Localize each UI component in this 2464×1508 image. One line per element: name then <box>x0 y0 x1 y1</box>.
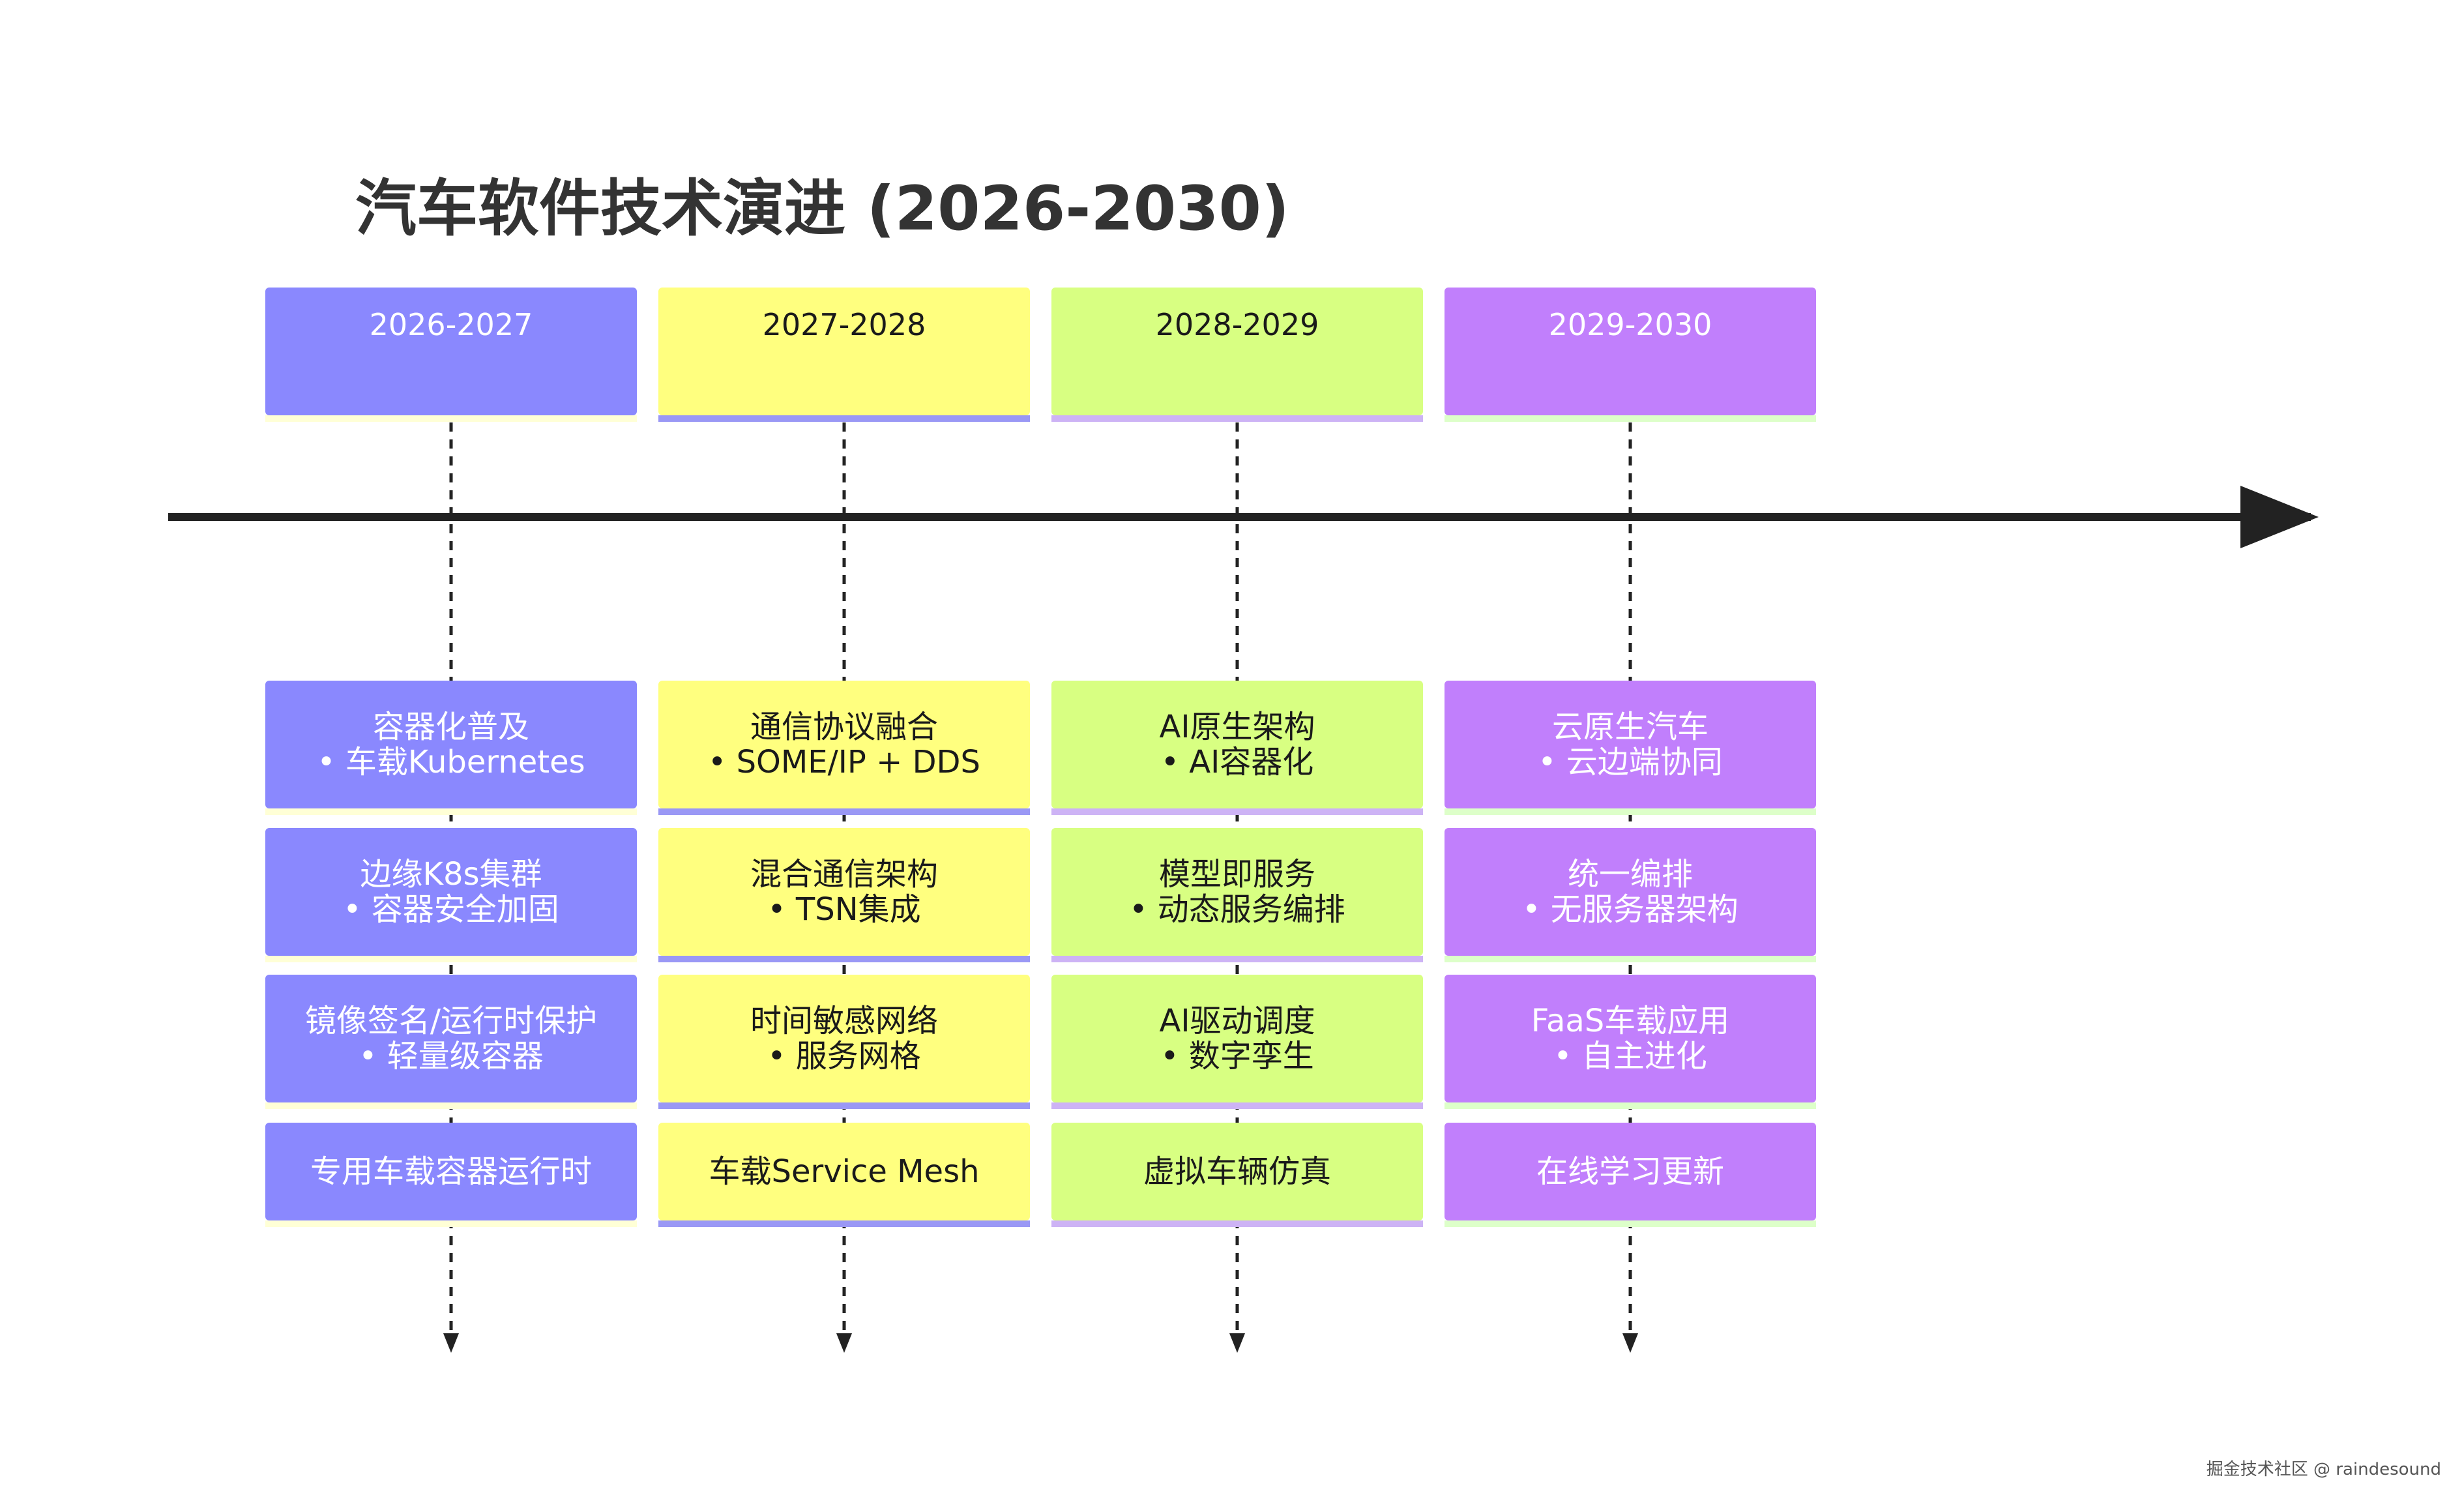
event-detail: • 轻量级容器 <box>359 1038 544 1074</box>
event-box <box>1445 681 1816 808</box>
event-detail: • SOME/IP + DDS <box>708 744 980 780</box>
event-box-underline <box>658 808 1030 815</box>
period-label: 2026-2027 <box>370 307 533 342</box>
event-box <box>1445 1123 1816 1220</box>
diagram-title: 汽车软件技术演进 (2026-2030) <box>355 173 1289 244</box>
event-title: 车载Service Mesh <box>709 1153 979 1190</box>
event-box-underline <box>1445 956 1816 962</box>
event-box <box>1051 681 1423 808</box>
event-title: 虚拟车辆仿真 <box>1143 1153 1331 1190</box>
connector-arrowhead <box>1229 1333 1245 1353</box>
event-box-underline <box>265 956 637 962</box>
event-detail: • TSN集成 <box>767 891 920 928</box>
event-box <box>658 828 1030 956</box>
event-box-underline <box>658 1102 1030 1109</box>
event-detail: • 车载Kubernetes <box>317 744 585 780</box>
event-box <box>1051 1123 1423 1220</box>
event-detail: • 无服务器架构 <box>1522 891 1738 928</box>
event-title: 专用车载容器运行时 <box>310 1153 592 1190</box>
period-column: 2026-2027 容器化普及• 车载Kubernetes 边缘K8s集群• 容器安… <box>265 288 637 1227</box>
event-title: 通信协议融合 <box>750 709 938 745</box>
event-detail: • 服务网格 <box>767 1038 921 1074</box>
event-box <box>265 975 637 1102</box>
event-box <box>265 828 637 956</box>
period-header-underline <box>1445 415 1816 422</box>
watermark: 掘金技术社区 @ raindesound <box>2207 1460 2441 1479</box>
period-column: 2027-2028 通信协议融合• SOME/IP + DDS 混合通信架构• TS… <box>658 288 1030 1227</box>
connector-arrowhead <box>1622 1333 1638 1353</box>
event-box-underline <box>1051 1220 1423 1227</box>
event-box <box>265 681 637 808</box>
event-box <box>658 975 1030 1102</box>
event-box-underline <box>1445 1220 1816 1227</box>
event-title: 统一编排 <box>1568 856 1693 893</box>
event-box-underline <box>658 1220 1030 1227</box>
event-box-underline <box>265 1220 637 1227</box>
event-title: 在线学习更新 <box>1536 1153 1724 1190</box>
period-label: 2028-2029 <box>1156 307 1319 342</box>
connector-arrowhead <box>443 1333 459 1353</box>
event-box <box>1051 828 1423 956</box>
event-box <box>1445 975 1816 1102</box>
period-header-underline <box>1051 415 1423 422</box>
period-header-box <box>265 288 637 415</box>
event-box <box>658 681 1030 808</box>
event-title: 边缘K8s集群 <box>360 856 542 893</box>
event-detail: • 云边端协同 <box>1538 744 1723 780</box>
event-title: FaaS车载应用 <box>1531 1003 1730 1039</box>
event-title: 模型即服务 <box>1159 856 1315 893</box>
event-detail: • 数字孪生 <box>1160 1038 1314 1074</box>
event-box-underline <box>1051 808 1423 815</box>
event-box-underline <box>1051 956 1423 962</box>
period-label: 2027-2028 <box>763 307 926 342</box>
period-header-box <box>1051 288 1423 415</box>
event-box-underline <box>1445 1102 1816 1109</box>
event-title: 混合通信架构 <box>750 856 938 893</box>
event-box-underline <box>265 808 637 815</box>
event-title: 云原生汽车 <box>1552 709 1709 745</box>
connector-arrowhead <box>836 1333 852 1353</box>
event-box <box>658 1123 1030 1220</box>
period-label: 2029-2030 <box>1549 307 1712 342</box>
event-box-underline <box>265 1102 637 1109</box>
event-detail: • 容器安全加固 <box>343 891 559 928</box>
event-title: 时间敏感网络 <box>750 1003 938 1039</box>
event-box <box>1051 975 1423 1102</box>
event-box-underline <box>658 956 1030 962</box>
event-box-underline <box>1051 1102 1423 1109</box>
event-box-underline <box>1445 808 1816 815</box>
event-title: 容器化普及 <box>373 709 529 745</box>
period-header-box <box>1445 288 1816 415</box>
event-title: AI驱动调度 <box>1160 1003 1315 1039</box>
period-header-underline <box>658 415 1030 422</box>
event-detail: • 自主进化 <box>1553 1038 1707 1074</box>
period-header-box <box>658 288 1030 415</box>
event-title: 镜像签名/运行时保护 <box>305 1003 597 1039</box>
event-box <box>265 1123 637 1220</box>
event-detail: • 动态服务编排 <box>1129 891 1345 928</box>
event-detail: • AI容器化 <box>1161 744 1314 780</box>
event-title: AI原生架构 <box>1160 709 1315 745</box>
period-header-underline <box>265 415 637 422</box>
event-box <box>1445 828 1816 956</box>
periods-group: 2026-2027 容器化普及• 车载Kubernetes 边缘K8s集群• 容器安… <box>265 288 1816 1227</box>
